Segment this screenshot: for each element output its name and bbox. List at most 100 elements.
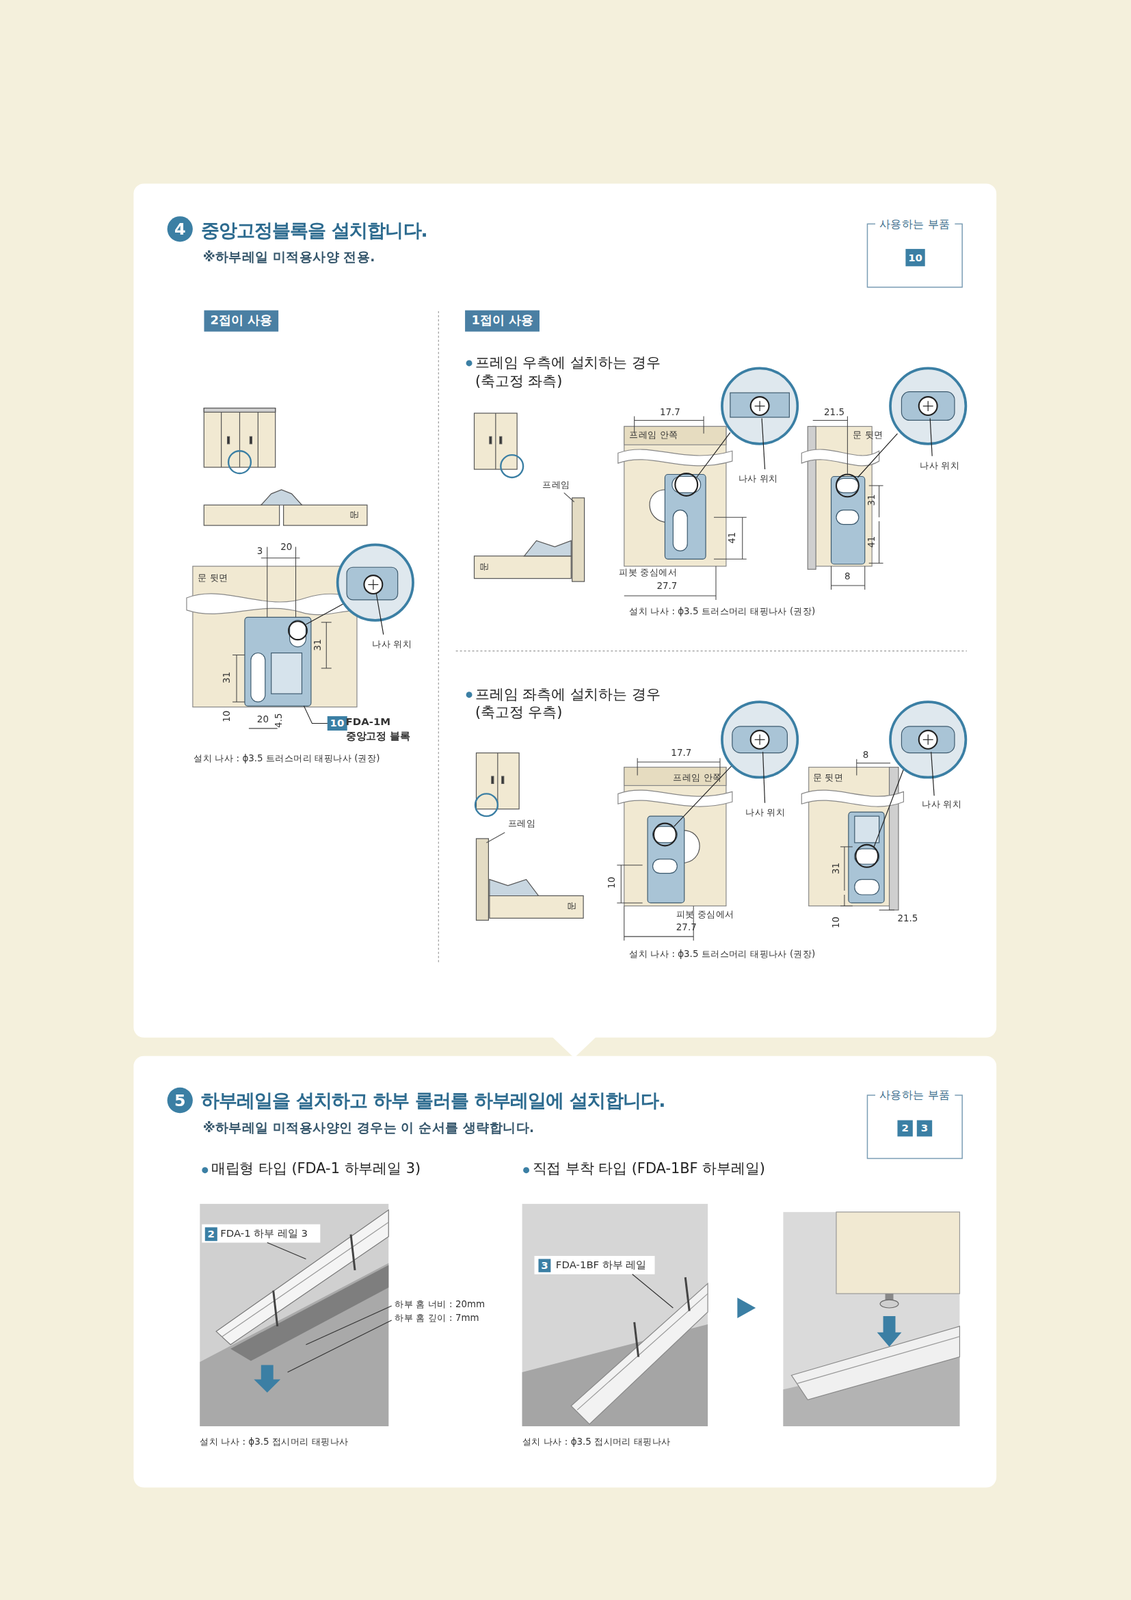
dimension-line-part — [232, 654, 245, 656]
callout-label: 문 — [349, 509, 360, 519]
part-number-text: 2 — [901, 1122, 909, 1134]
top-view-sketch-part — [261, 489, 303, 505]
dimension-line-part — [303, 705, 329, 723]
door-sketch-part — [203, 408, 275, 468]
callout-label: 나사 위치 — [738, 473, 779, 484]
frame-inside-drawing-part — [763, 751, 766, 803]
callout-label: 피봇 중심에서 — [618, 566, 677, 578]
part-number-text: 2 — [207, 1228, 215, 1239]
case-heading: 직접 부착 타입 (FDA-1BF 하부레일) — [532, 1159, 766, 1177]
callout-label: 문 — [566, 901, 577, 911]
step-heading: 하부레일을 설치하고 하부 롤러를 하부레일에 설치합니다. — [201, 1087, 666, 1113]
callout-label: 31 — [830, 862, 842, 874]
callout-label: 31 — [312, 638, 323, 651]
dimension-line-part — [847, 416, 848, 476]
door-back-drawing-part — [346, 566, 398, 600]
door-sketch-part — [249, 436, 252, 444]
door-back-drawing-part — [927, 734, 929, 745]
frame-inside-drawing-part — [672, 510, 688, 552]
dimension-line-part — [864, 566, 866, 590]
dimension-line-part — [235, 655, 237, 703]
roller-install-illustration-part — [836, 1211, 960, 1294]
callout-label: 문 — [478, 561, 489, 571]
door-back-drawing-part — [836, 510, 859, 525]
door-back-drawing-part — [250, 653, 266, 703]
dimension-line-part — [869, 484, 884, 486]
door-back-drawing-part — [337, 544, 414, 620]
step-arrow — [737, 1297, 756, 1318]
callout-label: 하부 홈 너비 : 20mm — [394, 1298, 485, 1309]
door-back-drawing-part — [873, 769, 904, 847]
callout-label: 10 — [606, 876, 617, 889]
dimension-line-part — [869, 562, 884, 564]
surface-rail-illustration-part — [522, 1203, 708, 1426]
door-back-drawing-part — [813, 426, 873, 566]
case-tag-text: 1접이 사용 — [471, 311, 533, 329]
door-back-drawing-part — [192, 566, 357, 708]
surface-rail-illustration — [522, 1203, 708, 1426]
surface-rail-illustration-part — [634, 1321, 639, 1357]
top-view-sketch-part — [283, 504, 368, 526]
panel-ground — [133, 183, 997, 1487]
part-number-text: 10 — [908, 252, 923, 263]
door-back-drawing-part — [376, 593, 383, 635]
door-back-drawing-part — [854, 848, 880, 864]
dimension-line-part — [624, 594, 716, 596]
callout-label: 하부 홈 깊이 : 7mm — [394, 1312, 479, 1323]
frame-inside-drawing-part — [761, 417, 765, 470]
callout-label: 27.7 — [656, 580, 677, 591]
door-sketch-part — [500, 454, 524, 478]
frame-inside-drawing-part — [732, 726, 788, 753]
case-tag-text: 2접이 사용 — [210, 311, 273, 329]
door-sketch-part — [203, 408, 275, 413]
callout-label: 중앙고정 블록 — [346, 730, 411, 742]
door-back-drawing-part — [890, 701, 966, 777]
callout-label: 나사 위치 — [921, 798, 962, 809]
door-back-drawing-part — [854, 879, 880, 895]
dimension-line-part — [813, 419, 848, 421]
door-back-drawing-part — [836, 474, 859, 498]
callout-label: 피봇 중심에서 — [676, 908, 735, 920]
door-back-drawing — [801, 701, 966, 910]
case-tag: 2접이 사용 — [203, 309, 279, 331]
dimension-line — [616, 757, 895, 941]
door-sketch-part — [495, 413, 496, 470]
roller-install-illustration-part — [797, 1336, 960, 1384]
callout-label: 프레임 안쪽 — [629, 429, 678, 440]
panel-ground-part — [133, 183, 997, 1037]
frame-inside-drawing-part — [624, 426, 727, 566]
callout-label: 문 뒷면 — [852, 429, 884, 440]
embedded-rail-illustration-part — [350, 1234, 355, 1270]
door-sketch-part — [474, 413, 518, 470]
panel-ground-part — [133, 1055, 997, 1488]
dimension-line-part — [620, 865, 622, 903]
callout-label: 41 — [866, 536, 877, 548]
door-sketch-part — [501, 776, 504, 783]
embedded-rail-illustration-part — [267, 1242, 307, 1259]
door-back-drawing-part — [271, 653, 303, 695]
door-back-drawing-part — [901, 391, 955, 421]
step-arrow-part — [737, 1297, 756, 1318]
door-sketch-part — [489, 436, 492, 444]
dimension-line-part — [856, 759, 857, 776]
callout-label: 프레임 — [542, 479, 570, 490]
callout-label: 프레임 안쪽 — [672, 772, 722, 783]
door-back-drawing-part — [855, 844, 878, 868]
dimension-line-part — [830, 566, 832, 590]
roller-install-illustration-part — [791, 1325, 960, 1400]
door-back-drawing — [801, 367, 966, 569]
dimension-line-part — [741, 516, 743, 559]
roller-install-illustration-part — [782, 1211, 960, 1426]
step-number-text: 4 — [174, 219, 186, 239]
dimension-line-part — [616, 901, 643, 903]
frame-inside-drawing-part — [696, 432, 731, 478]
frame-inside-drawing-part — [674, 473, 698, 496]
frame-inside-drawing — [618, 367, 798, 566]
door-back-drawing — [186, 544, 414, 707]
dimension-line-part — [261, 557, 301, 558]
parts-box: 사용하는 부품10 — [867, 223, 963, 288]
roller-install-illustration-part — [880, 1299, 899, 1308]
door-back-drawing-part — [372, 579, 374, 590]
parts-box-text: 사용하는 부품 — [875, 216, 955, 232]
top-view-sketch-part — [489, 895, 584, 918]
